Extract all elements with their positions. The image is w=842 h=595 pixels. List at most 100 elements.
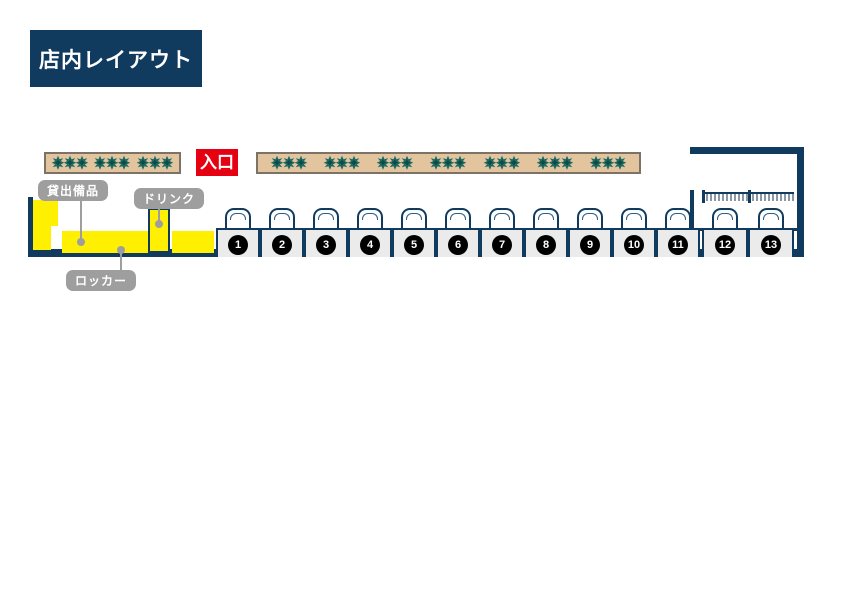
leader-line-locker bbox=[120, 249, 122, 270]
leader-dot-equipment bbox=[77, 238, 85, 246]
booth-number-badge: 2 bbox=[272, 235, 292, 255]
booth-number-badge: 13 bbox=[761, 235, 781, 255]
booth-seat-icon bbox=[269, 208, 295, 230]
plant-icon bbox=[51, 155, 65, 171]
planter-box-left bbox=[44, 152, 181, 174]
curtain-rail-post bbox=[748, 190, 751, 203]
plant-group bbox=[93, 155, 131, 171]
curtain-rail bbox=[748, 192, 794, 201]
plant-icon bbox=[495, 155, 509, 171]
plant-icon bbox=[323, 155, 337, 171]
plant-icon bbox=[601, 155, 615, 171]
booth-seat-icon bbox=[665, 208, 691, 230]
booth-8[interactable]: 8 bbox=[524, 208, 568, 257]
plant-icon bbox=[388, 155, 402, 171]
callout-locker: ロッカー bbox=[66, 270, 137, 291]
booth-2[interactable]: 2 bbox=[260, 208, 304, 257]
plant-group bbox=[376, 155, 414, 171]
booth-seat-icon bbox=[401, 208, 427, 230]
plant-icon bbox=[441, 155, 455, 171]
booth-4[interactable]: 4 bbox=[348, 208, 392, 257]
booth-number-badge: 11 bbox=[668, 235, 688, 255]
plant-icon bbox=[148, 155, 162, 171]
locker-block-upper bbox=[33, 200, 58, 226]
booth-number-badge: 9 bbox=[580, 235, 600, 255]
page-title-badge: 店内レイアウト bbox=[30, 30, 202, 87]
plant-icon bbox=[117, 155, 131, 171]
planter-box-right bbox=[256, 152, 641, 174]
plant-icon bbox=[136, 155, 150, 171]
entrance-marker: 入口 bbox=[196, 149, 238, 176]
rental-equipment-counter bbox=[62, 231, 112, 253]
front-counter bbox=[172, 231, 214, 253]
booth-5[interactable]: 5 bbox=[392, 208, 436, 257]
leader-dot-locker bbox=[117, 246, 125, 254]
plant-icon bbox=[282, 155, 296, 171]
booth-number-badge: 8 bbox=[536, 235, 556, 255]
callout-locker-label: ロッカー bbox=[75, 274, 128, 288]
booth-number-badge: 4 bbox=[360, 235, 380, 255]
booth-number-badge: 12 bbox=[715, 235, 735, 255]
wall-left bbox=[28, 197, 33, 253]
locker-block-lower bbox=[33, 226, 51, 250]
plant-icon bbox=[63, 155, 77, 171]
plant-group bbox=[323, 155, 361, 171]
booth-7[interactable]: 7 bbox=[480, 208, 524, 257]
booth-9[interactable]: 9 bbox=[568, 208, 612, 257]
plant-icon bbox=[75, 155, 89, 171]
plant-group bbox=[483, 155, 521, 171]
private-room-left-wall bbox=[690, 190, 694, 253]
booth-3[interactable]: 3 bbox=[304, 208, 348, 257]
plant-icon bbox=[270, 155, 284, 171]
booth-seat-icon bbox=[533, 208, 559, 230]
curtain-rail-post bbox=[702, 190, 705, 203]
booth-number-badge: 3 bbox=[316, 235, 336, 255]
callout-drink: ドリンク bbox=[134, 188, 205, 209]
plant-icon bbox=[93, 155, 107, 171]
plant-icon bbox=[294, 155, 308, 171]
booth-number-badge: 7 bbox=[492, 235, 512, 255]
plant-icon bbox=[105, 155, 119, 171]
plant-icon bbox=[548, 155, 562, 171]
booth-seat-icon bbox=[621, 208, 647, 230]
booth-6[interactable]: 6 bbox=[436, 208, 480, 257]
booth-seat-icon bbox=[712, 208, 738, 230]
curtain-rail bbox=[702, 192, 748, 201]
callout-rental-equipment: 貸出備品 bbox=[38, 180, 109, 201]
plant-icon bbox=[613, 155, 627, 171]
plant-icon bbox=[589, 155, 603, 171]
booth-seat-icon bbox=[489, 208, 515, 230]
plant-group bbox=[536, 155, 574, 171]
booth-seat-icon bbox=[313, 208, 339, 230]
plant-icon bbox=[376, 155, 390, 171]
plant-icon bbox=[453, 155, 467, 171]
leader-line-equipment bbox=[80, 201, 82, 241]
plant-icon bbox=[400, 155, 414, 171]
plant-icon bbox=[335, 155, 349, 171]
booth-seat-icon bbox=[445, 208, 471, 230]
booth-seat-icon bbox=[225, 208, 251, 230]
booth-10[interactable]: 10 bbox=[612, 208, 656, 257]
plant-icon bbox=[429, 155, 443, 171]
leader-dot-drink bbox=[155, 220, 163, 228]
plant-group bbox=[429, 155, 467, 171]
booth-1[interactable]: 1 bbox=[216, 208, 260, 257]
plant-icon bbox=[536, 155, 550, 171]
booth-11[interactable]: 11 bbox=[656, 208, 700, 257]
plant-group bbox=[270, 155, 308, 171]
plant-icon bbox=[507, 155, 521, 171]
plant-group bbox=[589, 155, 627, 171]
booth-number-badge: 6 bbox=[448, 235, 468, 255]
booth-seat-icon bbox=[577, 208, 603, 230]
callout-drink-label: ドリンク bbox=[143, 192, 196, 206]
booth-12[interactable]: 12 bbox=[702, 208, 748, 257]
booth-13[interactable]: 13 bbox=[748, 208, 794, 257]
leader-line-drink bbox=[158, 209, 160, 223]
booth-seat-icon bbox=[357, 208, 383, 230]
booth-seat-icon bbox=[758, 208, 784, 230]
booth-number-badge: 10 bbox=[624, 235, 644, 255]
plant-icon bbox=[560, 155, 574, 171]
plant-group bbox=[136, 155, 174, 171]
callout-rental-equipment-label: 貸出備品 bbox=[47, 184, 100, 198]
